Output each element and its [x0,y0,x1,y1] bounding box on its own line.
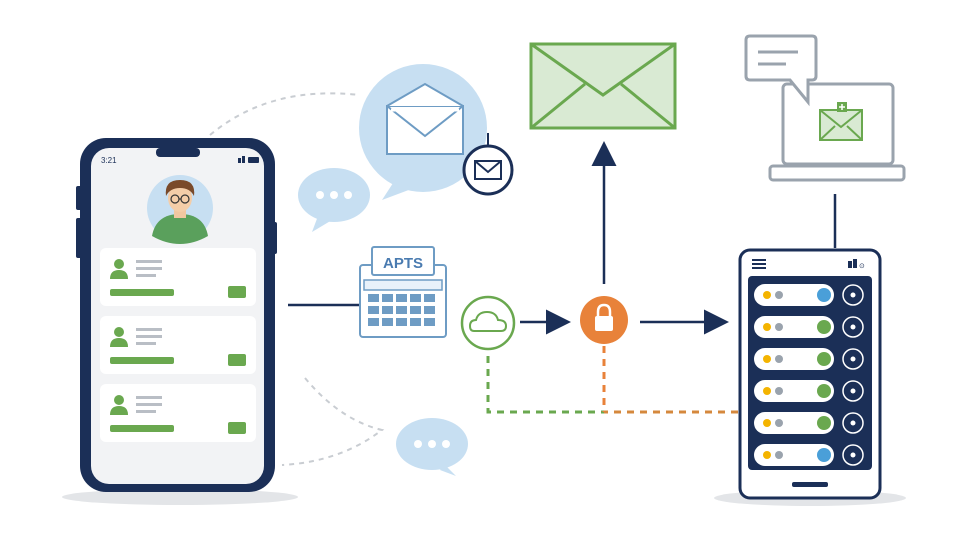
avatar[interactable] [147,175,213,244]
status-dot [763,387,771,395]
chat-bubble-icon [298,168,370,232]
tablet-right: ⊙ [714,248,906,506]
action-badge[interactable] [817,352,831,366]
status-icons: ⊙ [848,259,865,270]
row-action-icon[interactable] [842,444,864,466]
speech-bubble-icon [744,34,818,107]
svg-text:⊙: ⊙ [859,263,865,270]
tablet-list-row[interactable] [754,380,864,402]
tablet-list-row[interactable] [754,444,864,466]
status-icons [238,156,259,163]
row-action-icon[interactable] [842,284,864,306]
action-badge[interactable] [817,416,831,430]
action-badge[interactable] [817,384,831,398]
user-icon [110,259,128,279]
row-action-icon[interactable] [842,348,864,370]
tablet-list-row[interactable] [754,316,864,338]
smartphone-left: 3:21 [62,138,298,505]
tablet-list-row[interactable] [754,348,864,370]
row-action-icon[interactable] [842,412,864,434]
user-icon [110,395,128,415]
row-action-glyph [850,356,856,362]
connector-arc-top [209,92,361,136]
row-action-glyph [850,452,856,458]
dashed-link-cloud [486,356,742,414]
contact-icon [775,387,783,395]
menu-icon[interactable] [752,259,766,269]
cloud-icon [460,295,516,351]
home-button[interactable] [792,482,828,487]
connector-arc-bottom [281,377,385,466]
contact-icon [775,323,783,331]
mail-badge-icon [462,133,514,196]
action-badge[interactable] [817,288,831,302]
tablet-list-row[interactable] [754,412,864,434]
status-time: 3:21 [101,156,117,165]
row-action-glyph [850,420,856,426]
status-dot [763,355,771,363]
row-action-icon[interactable] [842,380,864,402]
chat-bubble-icon [396,418,468,476]
action-badge[interactable] [817,320,831,334]
lock-icon [580,296,628,344]
status-dot [763,419,771,427]
contact-card[interactable] [100,316,256,374]
status-dot [763,451,771,459]
row-action-glyph [850,388,856,394]
laptop-icon [768,82,906,182]
status-dot [763,291,771,299]
row-action-glyph [850,292,856,298]
contact-icon [775,291,783,299]
email-bubble-icon [359,64,487,200]
user-icon [110,327,128,347]
action-badge[interactable] [817,448,831,462]
contact-card[interactable] [100,248,256,306]
status-dot [763,323,771,331]
contact-icon [775,419,783,427]
envelope-icon [529,42,677,130]
row-action-glyph [850,324,856,330]
contact-icon [775,451,783,459]
tablet-list-row[interactable] [754,284,864,306]
row-action-icon[interactable] [842,316,864,338]
appointments-calendar-icon: APTS [359,246,447,338]
calendar-label: APTS [383,255,423,272]
contact-card[interactable] [100,384,256,442]
contact-icon [775,355,783,363]
